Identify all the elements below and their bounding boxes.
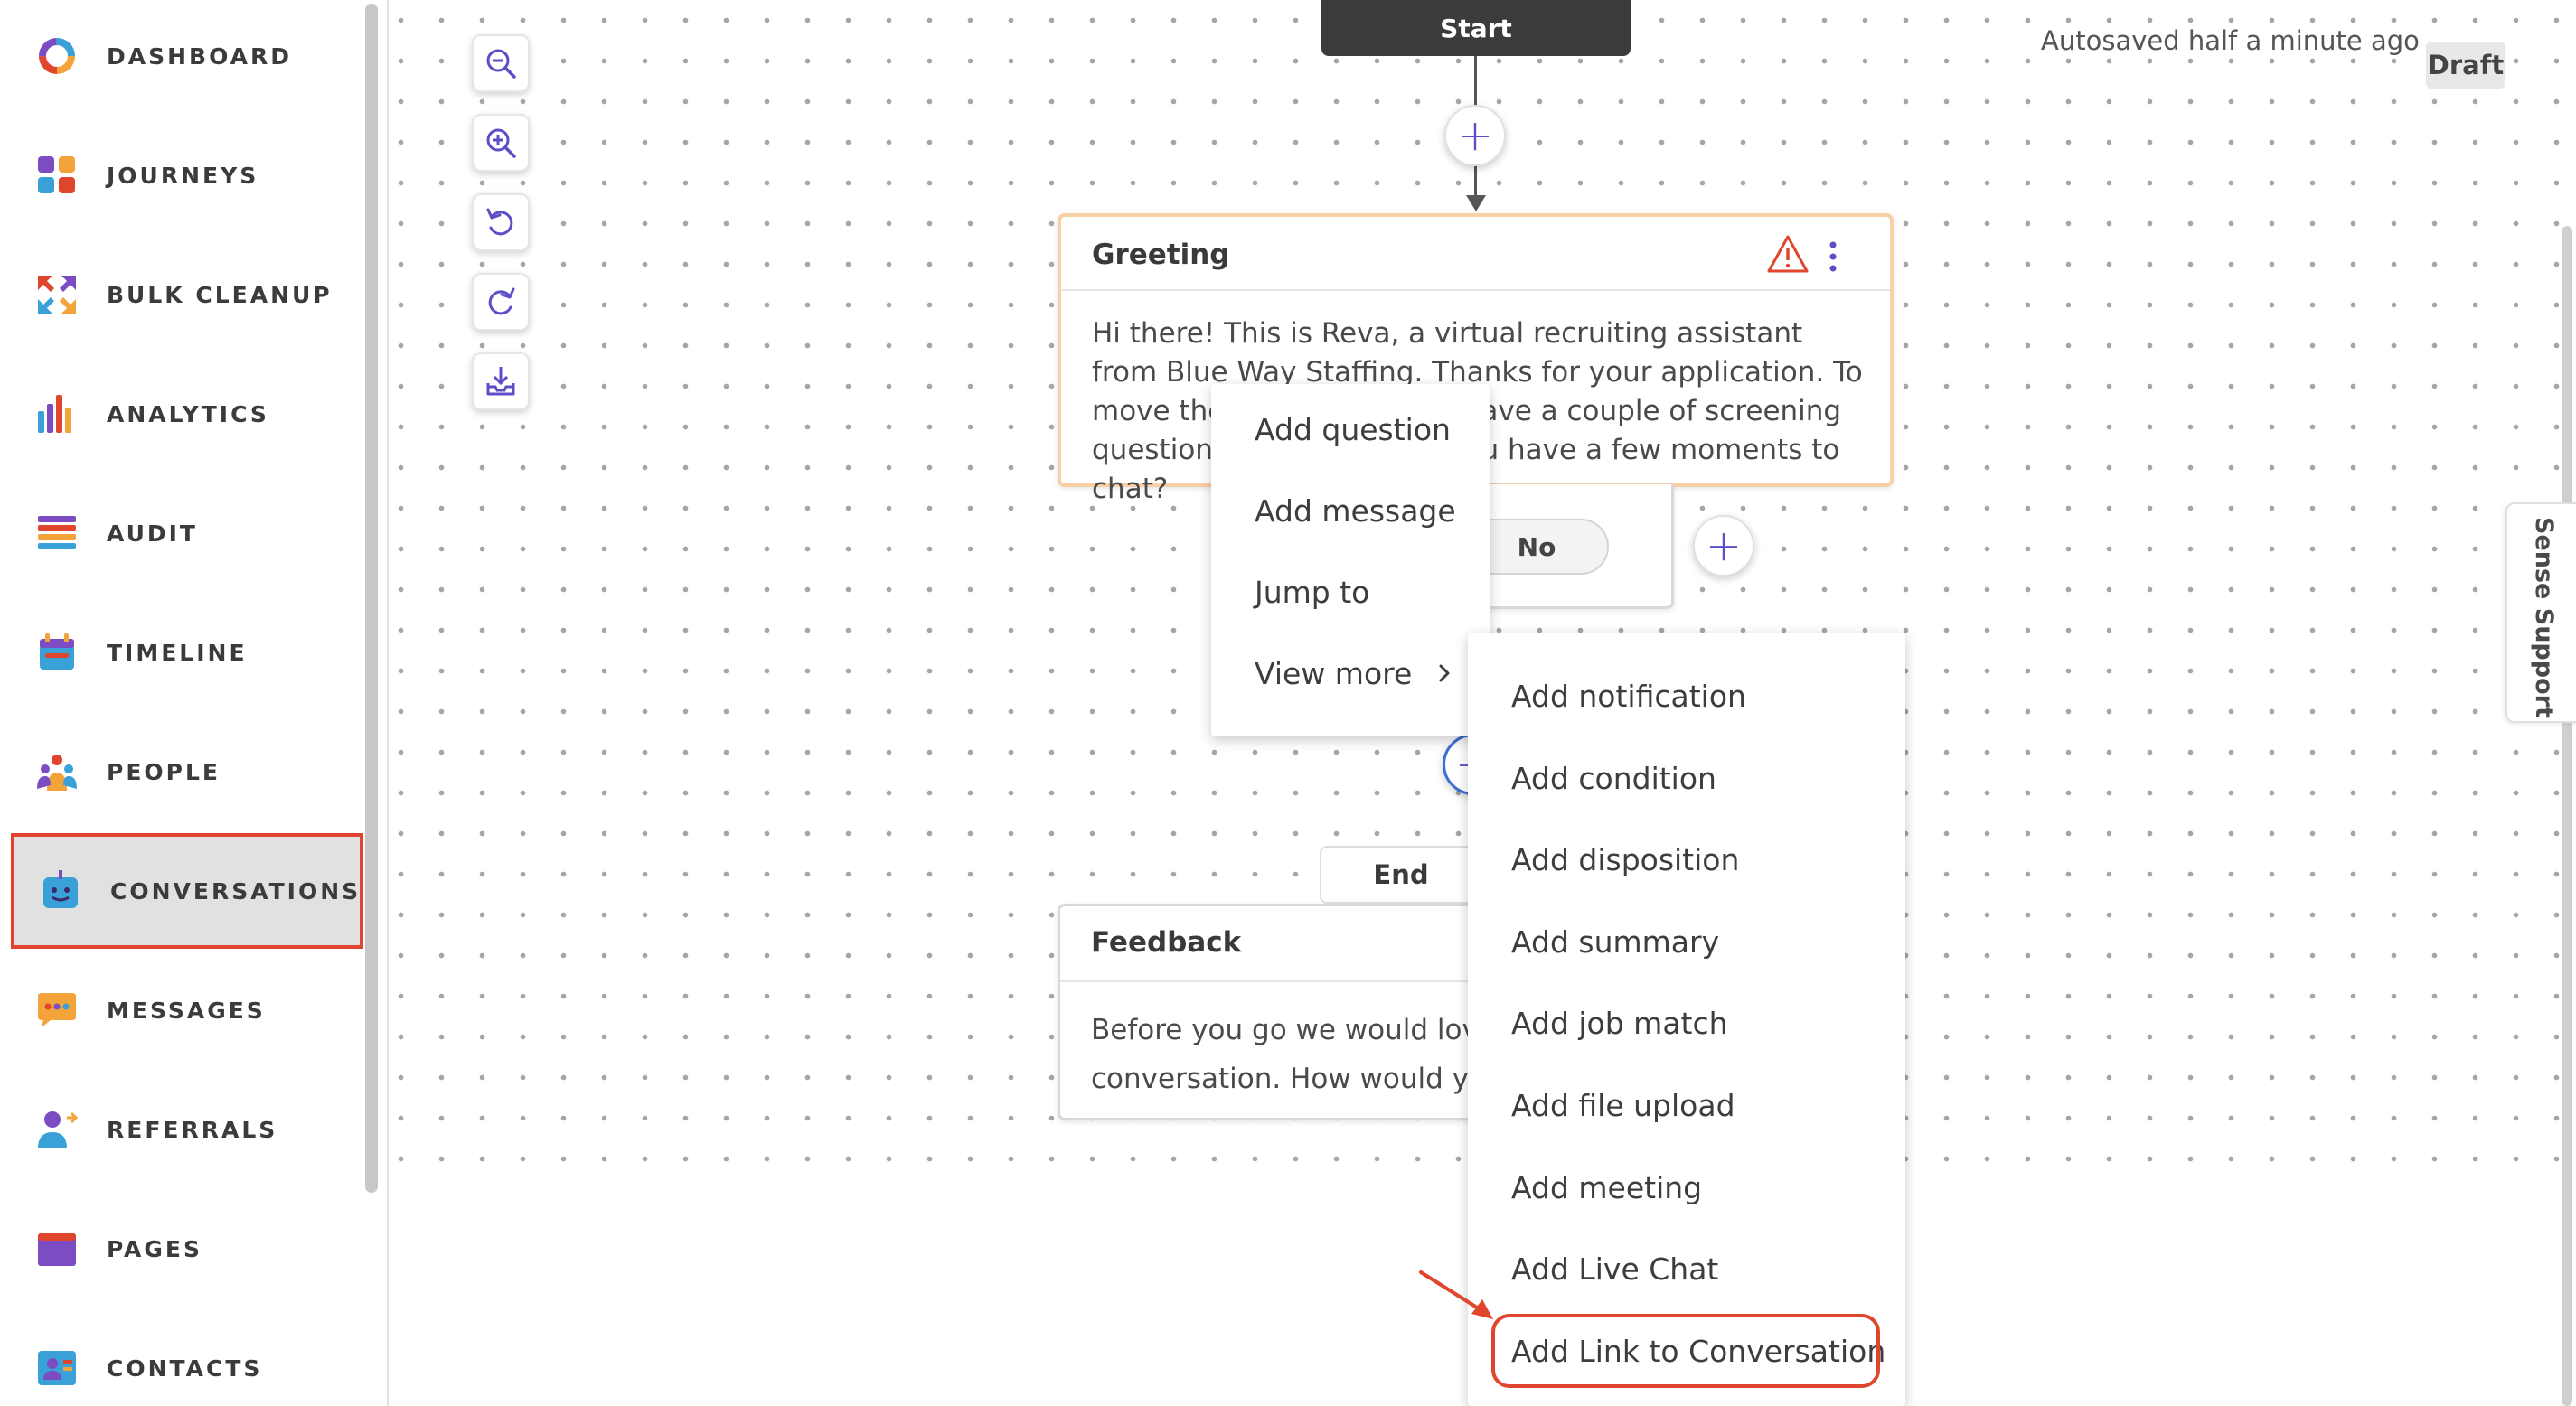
menu-item-add-meeting[interactable]: Add meeting xyxy=(1511,1169,1703,1205)
redo-button[interactable] xyxy=(472,273,530,331)
messages-bubble-icon xyxy=(38,993,76,1027)
menu-item-add-question[interactable]: Add question xyxy=(1255,411,1451,447)
sidebar: DASHBOARD JOURNEYS BULK CLEANUP ANALYTIC… xyxy=(0,0,363,1406)
sidebar-item-dashboard[interactable]: DASHBOARD xyxy=(0,0,362,114)
menu-item-add-condition[interactable]: Add condition xyxy=(1511,760,1716,796)
sidebar-item-label: CONVERSATIONS xyxy=(110,877,362,905)
card-divider xyxy=(1061,289,1890,291)
menu-item-add-job-match[interactable]: Add job match xyxy=(1511,1005,1728,1041)
menu-item-add-link-to-conversation[interactable]: Add Link to Conversation xyxy=(1511,1333,1886,1369)
analytics-bars-icon xyxy=(38,395,71,433)
timeline-calendar-icon xyxy=(40,633,74,670)
menu-item-view-more[interactable]: View more xyxy=(1211,637,1490,709)
sidebar-item-label: CONTACTS xyxy=(107,1354,263,1382)
download-button[interactable] xyxy=(472,352,530,410)
sidebar-scrollbar[interactable] xyxy=(365,4,378,1193)
chevron-right-icon xyxy=(1439,664,1450,682)
add-branch-button[interactable]: + xyxy=(1693,515,1754,576)
connector-line xyxy=(1474,56,1477,136)
sidebar-item-bulk-cleanup[interactable]: BULK CLEANUP xyxy=(0,237,362,352)
view-more-submenu: Add notification Add condition Add dispo… xyxy=(1468,633,1905,1406)
end-node[interactable]: End xyxy=(1320,846,1482,904)
audit-list-icon xyxy=(38,516,76,549)
zoom-in-button[interactable] xyxy=(472,114,530,172)
redo-icon xyxy=(488,287,515,315)
sidebar-item-pages[interactable]: PAGES xyxy=(0,1191,362,1307)
sense-support-tab[interactable] xyxy=(2505,502,2576,723)
sidebar-item-label: JOURNEYS xyxy=(107,162,259,189)
menu-item-jump-to[interactable]: Jump to xyxy=(1255,574,1370,610)
feedback-card[interactable]: Feedback Before you go we would love you… xyxy=(1058,904,1518,1120)
zoom-out-icon xyxy=(486,49,516,79)
undo-icon xyxy=(486,208,513,236)
start-node[interactable]: Start xyxy=(1321,0,1631,56)
sidebar-item-messages[interactable]: MESSAGES xyxy=(0,952,362,1068)
sidebar-item-conversations[interactable]: CONVERSATIONS xyxy=(11,833,363,949)
draft-badge: Draft xyxy=(2426,42,2505,89)
canvas-scrollbar[interactable] xyxy=(2562,226,2572,1406)
menu-item-add-message[interactable]: Add message xyxy=(1255,492,1456,529)
sidebar-divider xyxy=(387,0,389,1406)
sidebar-item-label: TIMELINE xyxy=(107,639,248,666)
sidebar-item-analytics[interactable]: ANALYTICS xyxy=(0,356,362,472)
card-message: Before you go we would love your feedbac… xyxy=(1091,1006,1516,1103)
sidebar-item-label: AUDIT xyxy=(107,520,198,547)
pages-window-icon xyxy=(38,1233,76,1266)
sense-support-label: Sense Support xyxy=(2530,517,2558,718)
sidebar-item-label: REFERRALS xyxy=(107,1116,278,1143)
highlight-annotation xyxy=(1491,1314,1880,1388)
bulk-cleanup-arrows-icon xyxy=(38,276,76,314)
sidebar-item-label: PEOPLE xyxy=(107,758,221,785)
contacts-card-icon xyxy=(38,1351,76,1385)
zoom-in-icon xyxy=(486,128,516,158)
sidebar-item-label: BULK CLEANUP xyxy=(107,281,333,308)
menu-item-add-live-chat[interactable]: Add Live Chat xyxy=(1511,1251,1719,1287)
add-step-button[interactable]: + xyxy=(1444,105,1506,166)
sidebar-item-contacts[interactable]: CONTACTS xyxy=(0,1310,362,1406)
sidebar-item-journeys[interactable]: JOURNEYS xyxy=(0,117,362,233)
referrals-person-icon xyxy=(38,1111,79,1148)
add-step-menu: Add question Add message Jump to View mo… xyxy=(1211,384,1490,736)
people-group-icon xyxy=(37,755,77,791)
card-title: Feedback xyxy=(1091,926,1242,959)
sidebar-item-referrals[interactable]: REFERRALS xyxy=(0,1072,362,1187)
undo-button[interactable] xyxy=(472,193,530,251)
conversations-bot-icon xyxy=(43,870,78,908)
dashboard-ring-icon xyxy=(39,38,75,74)
more-options-icon[interactable] xyxy=(1828,240,1838,273)
sidebar-item-label: DASHBOARD xyxy=(107,42,293,70)
download-icon xyxy=(486,367,515,396)
zoom-out-button[interactable] xyxy=(472,34,530,92)
sidebar-item-label: MESSAGES xyxy=(107,997,266,1024)
sidebar-item-people[interactable]: PEOPLE xyxy=(0,714,362,830)
connector-line xyxy=(1474,163,1477,195)
card-divider xyxy=(1060,980,1516,982)
card-title: Greeting xyxy=(1092,239,1230,271)
menu-item-add-notification[interactable]: Add notification xyxy=(1511,678,1746,714)
sidebar-item-label: ANALYTICS xyxy=(107,400,269,427)
sidebar-item-timeline[interactable]: TIMELINE xyxy=(0,595,362,710)
journeys-grid-icon xyxy=(38,156,75,193)
warning-icon[interactable] xyxy=(1766,233,1810,275)
menu-item-add-disposition[interactable]: Add disposition xyxy=(1511,841,1740,877)
sidebar-item-label: PAGES xyxy=(107,1235,202,1262)
menu-item-add-file-upload[interactable]: Add file upload xyxy=(1511,1087,1735,1123)
menu-item-add-summary[interactable]: Add summary xyxy=(1511,923,1720,960)
connector-arrowhead xyxy=(1466,195,1486,211)
annotation-arrow-icon xyxy=(1419,1270,1493,1319)
autosave-status: Autosaved half a minute ago xyxy=(2041,25,2420,56)
sidebar-item-audit[interactable]: AUDIT xyxy=(0,475,362,591)
card-message-text: Before you go we would love your feedbac… xyxy=(1091,1014,1516,1095)
